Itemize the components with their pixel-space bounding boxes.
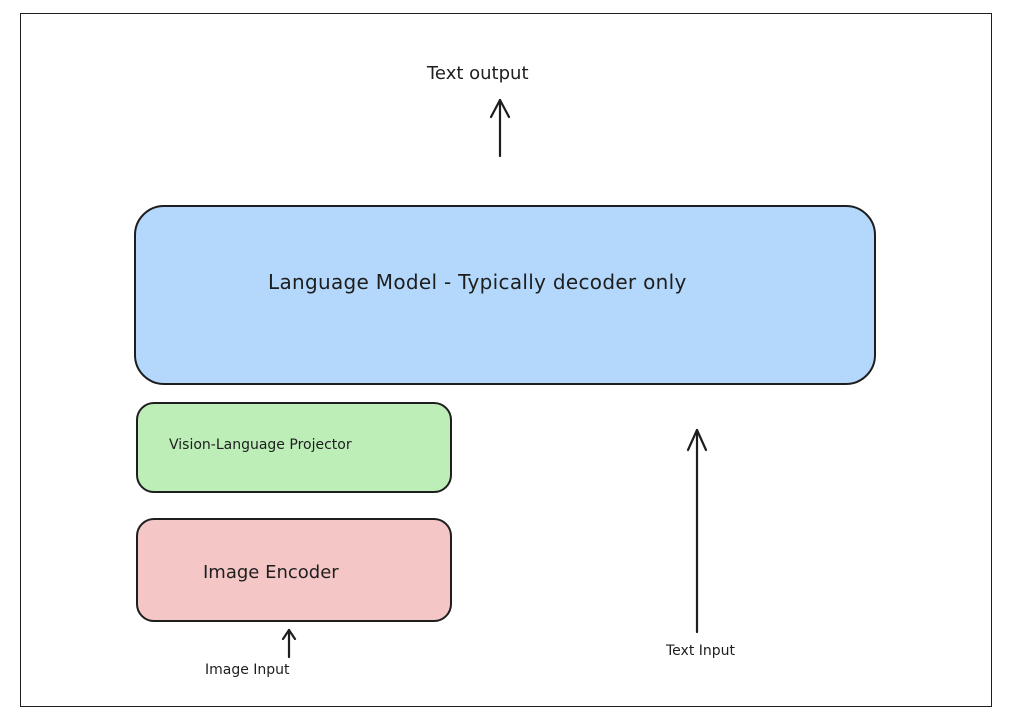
image-input-label: Image Input: [205, 662, 290, 678]
diagram-frame: [20, 13, 992, 707]
vision-language-projector-label: Vision-Language Projector: [169, 437, 352, 453]
image-input-arrow-icon: [281, 628, 297, 659]
image-encoder-box: [136, 518, 452, 622]
output-arrow-icon: [489, 98, 511, 158]
language-model-box: [134, 205, 876, 385]
text-input-label: Text Input: [666, 643, 736, 659]
image-encoder-label: Image Encoder: [203, 562, 339, 583]
text-output-label: Text output: [427, 63, 529, 84]
vision-language-projector-box: [136, 402, 452, 493]
language-model-label: Language Model - Typically decoder only: [268, 270, 687, 294]
text-input-arrow-icon: [686, 428, 708, 634]
